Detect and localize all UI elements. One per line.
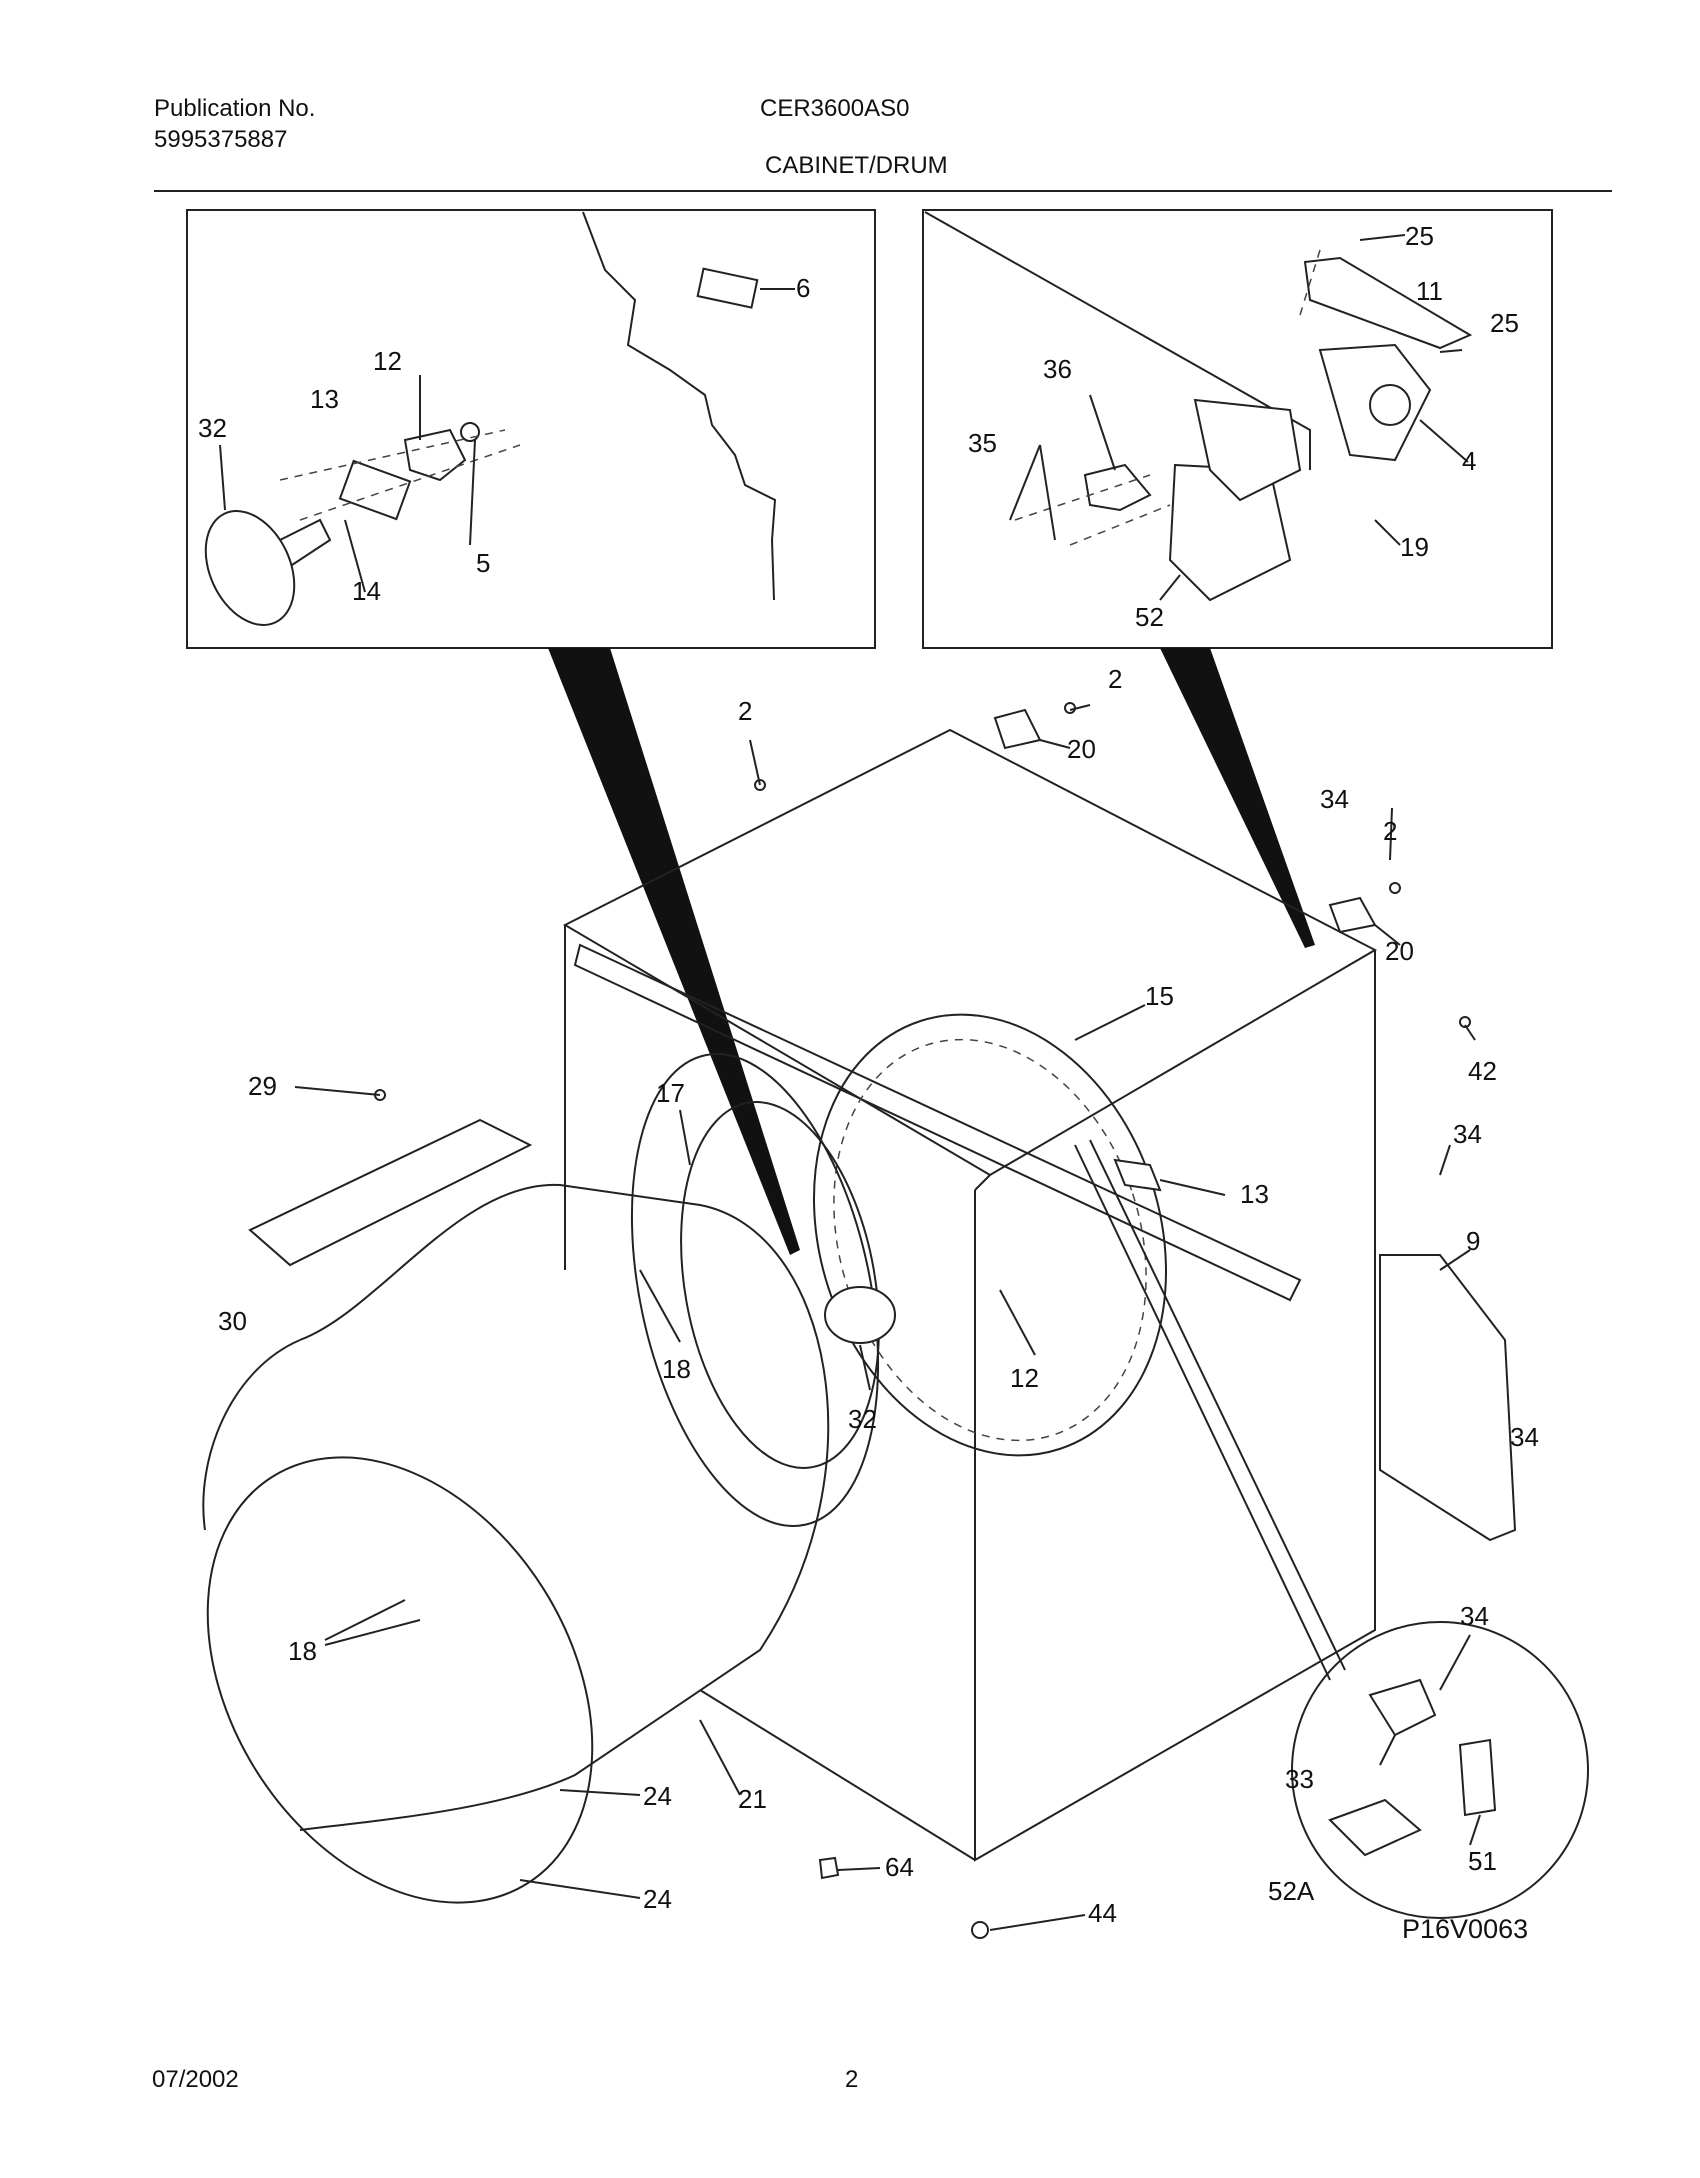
callout-20-right: 20 bbox=[1385, 936, 1414, 966]
callout-34-top: 34 bbox=[1320, 784, 1349, 814]
switch-part-36 bbox=[1083, 463, 1152, 512]
callout-2-left: 2 bbox=[738, 696, 752, 726]
callout-14: 14 bbox=[352, 576, 381, 606]
publication-number: 5995375887 bbox=[154, 126, 288, 153]
ball-part-5 bbox=[460, 422, 480, 442]
callout-42: 42 bbox=[1468, 1056, 1497, 1086]
cabinet-right-side bbox=[974, 950, 1376, 1862]
callout-12-cabinet: 12 bbox=[1010, 1363, 1039, 1393]
callout-35: 35 bbox=[968, 428, 997, 458]
pad-part-52a bbox=[1328, 1798, 1422, 1857]
plate-hole bbox=[1369, 384, 1411, 426]
callout-34-detail: 34 bbox=[1460, 1601, 1489, 1631]
clip-part-51 bbox=[1458, 1738, 1497, 1817]
rear-panel-part-9 bbox=[1379, 1254, 1517, 1542]
callout-33: 33 bbox=[1285, 1764, 1314, 1794]
callout-51: 51 bbox=[1468, 1846, 1497, 1876]
bracket-part-6 bbox=[696, 267, 759, 309]
belt bbox=[1089, 1139, 1346, 1671]
inset-right-panel bbox=[924, 211, 1311, 470]
plate-part-4 bbox=[1318, 343, 1432, 462]
cabinet-front-edge bbox=[974, 1174, 991, 1191]
header-rule bbox=[154, 190, 1612, 192]
callout-64: 64 bbox=[885, 1852, 914, 1882]
callout-2-right: 2 bbox=[1383, 816, 1397, 846]
front-panel-strip bbox=[573, 943, 1302, 1302]
cabinet-bottom bbox=[699, 1689, 976, 1861]
screw-part-2c bbox=[1389, 882, 1401, 894]
callout-34-mid: 34 bbox=[1453, 1119, 1482, 1149]
bracket-part-13-cabinet bbox=[1113, 1158, 1162, 1192]
callout-6: 6 bbox=[796, 273, 810, 303]
footer-date: 07/2002 bbox=[152, 2066, 239, 2093]
belt-edge bbox=[1074, 1144, 1331, 1681]
callout-24-lower: 24 bbox=[643, 1884, 672, 1914]
drum-hub-part-32 bbox=[824, 1286, 896, 1344]
callout-32-drum: 32 bbox=[848, 1404, 877, 1434]
inset-left-panel-edge bbox=[582, 211, 777, 601]
callout-52a: 52A bbox=[1268, 1876, 1315, 1906]
screw-part-42 bbox=[1459, 1016, 1471, 1028]
cover-part-30 bbox=[248, 1118, 533, 1267]
foot-part-64 bbox=[818, 1856, 840, 1880]
callout-15: 15 bbox=[1145, 981, 1174, 1011]
callout-29: 29 bbox=[248, 1071, 277, 1101]
drum-rear-wheel-part-17 bbox=[680, 1101, 880, 1469]
callout-44: 44 bbox=[1088, 1898, 1117, 1928]
callout-30: 30 bbox=[218, 1306, 247, 1336]
callout-25-top: 25 bbox=[1405, 221, 1434, 251]
callout-52: 52 bbox=[1135, 602, 1164, 632]
drawing-code: P16V0063 bbox=[1402, 1914, 1529, 1944]
bulkhead-inner bbox=[833, 1038, 1147, 1442]
inset-left-frame bbox=[186, 209, 876, 649]
callout-11: 11 bbox=[1416, 276, 1443, 306]
drum-rear-opening bbox=[630, 1053, 880, 1527]
callout-18-upper: 18 bbox=[662, 1354, 691, 1384]
page-number: 2 bbox=[845, 2066, 859, 2093]
callout-13-inset: 13 bbox=[310, 384, 339, 414]
callout-17: 17 bbox=[656, 1078, 685, 1108]
model-number: CER3600AS0 bbox=[760, 95, 910, 122]
bracket-part-11 bbox=[1303, 256, 1473, 350]
callout-13-cabinet: 13 bbox=[1240, 1179, 1269, 1209]
callout-25-right: 25 bbox=[1490, 308, 1519, 338]
knob-part-32 bbox=[204, 510, 296, 626]
callout-19: 19 bbox=[1400, 532, 1429, 562]
callout-20-top: 20 bbox=[1067, 734, 1096, 764]
callout-34-rear: 34 bbox=[1510, 1422, 1539, 1452]
pointer-wedge-right bbox=[1160, 648, 1315, 948]
bracket-part-13 bbox=[338, 459, 412, 521]
callout-12-inset: 12 bbox=[373, 346, 402, 376]
switch-part-12 bbox=[403, 428, 467, 482]
callout-21: 21 bbox=[738, 1784, 767, 1814]
screw-part-2b bbox=[1064, 702, 1076, 714]
callout-32-inset: 32 bbox=[198, 413, 227, 443]
inset-right-frame bbox=[922, 209, 1553, 649]
section-title: CABINET/DRUM bbox=[765, 152, 948, 179]
callout-18-lower: 18 bbox=[288, 1636, 317, 1666]
drum-body-part-21 bbox=[299, 1183, 830, 1831]
callout-5: 5 bbox=[476, 548, 490, 578]
bracket-part-20a bbox=[993, 708, 1042, 750]
knob-shaft bbox=[279, 518, 332, 566]
callout-2-center: 2 bbox=[1108, 664, 1122, 694]
bracket-part-20b bbox=[1328, 896, 1377, 934]
drum-front-rim-part-24 bbox=[206, 1456, 594, 1904]
switch-part-33 bbox=[1368, 1678, 1437, 1737]
callout-24-upper: 24 bbox=[643, 1781, 672, 1811]
publication-label: Publication No. bbox=[154, 95, 316, 122]
callout-4: 4 bbox=[1462, 446, 1476, 476]
screw-part-44 bbox=[971, 1921, 989, 1939]
detail-circle bbox=[1291, 1621, 1589, 1919]
leader-lines bbox=[219, 234, 1481, 1931]
drum-top-edge bbox=[202, 1339, 301, 1531]
callout-36: 36 bbox=[1043, 354, 1072, 384]
callout-9: 9 bbox=[1466, 1226, 1480, 1256]
bracket-upper bbox=[1193, 398, 1302, 502]
pointer-wedge-left bbox=[548, 648, 800, 1255]
